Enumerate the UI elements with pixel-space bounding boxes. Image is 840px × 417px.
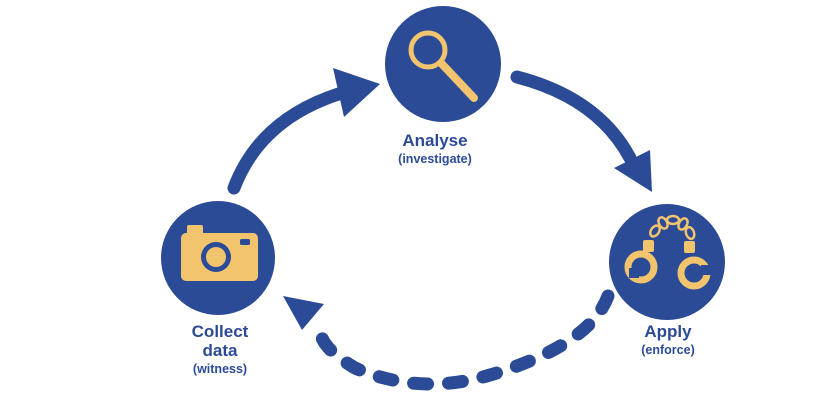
handcuffs-icon xyxy=(624,214,711,290)
collect-subtitle: (witness) xyxy=(192,362,248,377)
collect-title-line2: data xyxy=(202,341,238,361)
apply-title: Apply xyxy=(644,322,692,341)
analyse-title: Analyse xyxy=(402,131,468,150)
collect-title-line1: Collect xyxy=(191,322,249,341)
camera-icon xyxy=(181,225,258,281)
label-apply: Apply (enforce) xyxy=(598,322,738,357)
arrow-analyse-to-apply xyxy=(510,70,652,192)
apply-subtitle: (enforce) xyxy=(641,343,695,358)
node-apply xyxy=(609,204,725,320)
arrow-collect-to-analyse xyxy=(227,68,380,195)
label-analyse: Analyse (investigate) xyxy=(360,131,510,166)
node-collect xyxy=(161,201,275,315)
analyse-subtitle: (investigate) xyxy=(398,152,472,167)
arrow-apply-to-collect xyxy=(283,289,615,391)
node-analyse xyxy=(385,6,501,122)
magnifying-glass-icon xyxy=(408,30,478,102)
label-collect: Collect data (witness) xyxy=(150,322,290,376)
